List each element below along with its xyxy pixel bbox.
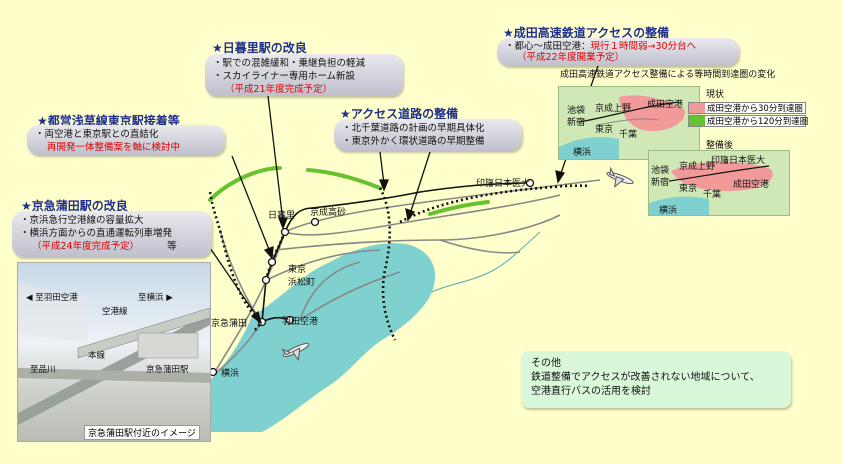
station-nippori (280, 227, 290, 237)
box-other: その他 鉄道整備でアクセスが改善されない地域について、 空港直行バスの活用を検討 (521, 351, 791, 408)
label-keisei-takasago: 京成高砂 (310, 208, 347, 218)
label-tokyo: 東京 (288, 265, 307, 275)
label-nippori: 日暮里 (268, 211, 296, 221)
station-inba (525, 178, 535, 188)
station-keisei-takasago (310, 217, 320, 227)
photo-to-shinagawa: 至品川 (30, 365, 56, 375)
stations (208, 178, 535, 377)
heading-kamata: ★京急蒲田駅の改良 (21, 199, 128, 213)
label-inba: 印旛日本医大 (476, 179, 531, 189)
inset-map-before: 池袋 新宿 京成上野 成田空港 東京 千葉 横浜 (558, 86, 700, 160)
photo-keikyu-kamata: ◀ 至羽田空港 至横浜 ▶ 空港線 本線 至品川 京急蒲田駅 (17, 262, 211, 442)
existing-lines (212, 179, 601, 376)
photo-station: 京急蒲田駅 (146, 365, 189, 375)
photo-to-haneda: ◀ 至羽田空港 (26, 293, 78, 303)
photo-to-yokohama: 至横浜 ▶ (138, 293, 173, 303)
heading-access-road: ★アクセス道路の整備 (340, 107, 459, 121)
heading-nippori: ★日暮里駅の改良 (212, 41, 307, 55)
tokyo-bay (210, 243, 436, 432)
coastline (431, 231, 541, 293)
inset-map-after: 池袋 新宿 京成上野 印旛日本医大 成田空港 東京 千葉 横浜 (648, 150, 790, 216)
airplane-icon-narita (606, 166, 634, 188)
box-access-road: ・北千葉道路の計画の早期具体化 ・東京外かく環状道路の早期整備 (334, 119, 522, 151)
heading-asakusa: ★都営浅草線東京駅接着等 (37, 114, 180, 128)
label-after: 整備後 (706, 141, 734, 151)
label-yokohama: 横浜 (221, 369, 240, 379)
station-hamamatsucho (261, 275, 271, 285)
photo-caption: 京急蒲田駅付近のイメージ (84, 425, 200, 440)
legend-30min: 成田空港から30分到達圏 (688, 102, 806, 114)
label-hamamatsucho: 浜松町 (288, 278, 316, 288)
label-before: 現状 (706, 90, 725, 100)
photo-main-line: 本線 (88, 351, 106, 361)
inset-title: 成田高速鉄道アクセス整備による等時間到達圏の変化 (560, 70, 776, 80)
heading-narita-rail: ★成田高速鉄道アクセスの整備 (503, 26, 670, 40)
label-keikyu-kamata: 京急蒲田 (211, 319, 248, 329)
box-kamata: ・京浜急行空港線の容量拡大 ・横浜方面からの直通運転列車増発 （平成24年度完成… (12, 211, 212, 257)
legend-120min: 成田空港から120分到達圏 (688, 115, 808, 127)
station-haneda (285, 315, 295, 325)
box-narita-rail: ・都心～成田空港：現行１時間弱→30分台へ （平成22年度開業予定） (497, 38, 739, 66)
box-nippori: ・駅での混雑緩和・乗継負担の軽減 ・スカイライナー専用ホーム新設 （平成21年度… (205, 54, 403, 96)
airplane-icon (281, 342, 310, 362)
label-haneda: 羽田空港 (282, 317, 319, 327)
photo-airport-line: 空港線 (102, 307, 128, 317)
new-track-green (208, 166, 490, 216)
box-asakusa: ・両空港と東京駅との直結化 再開発一体整備案を軸に検討中 (27, 125, 225, 155)
station-tokyo (267, 257, 277, 267)
